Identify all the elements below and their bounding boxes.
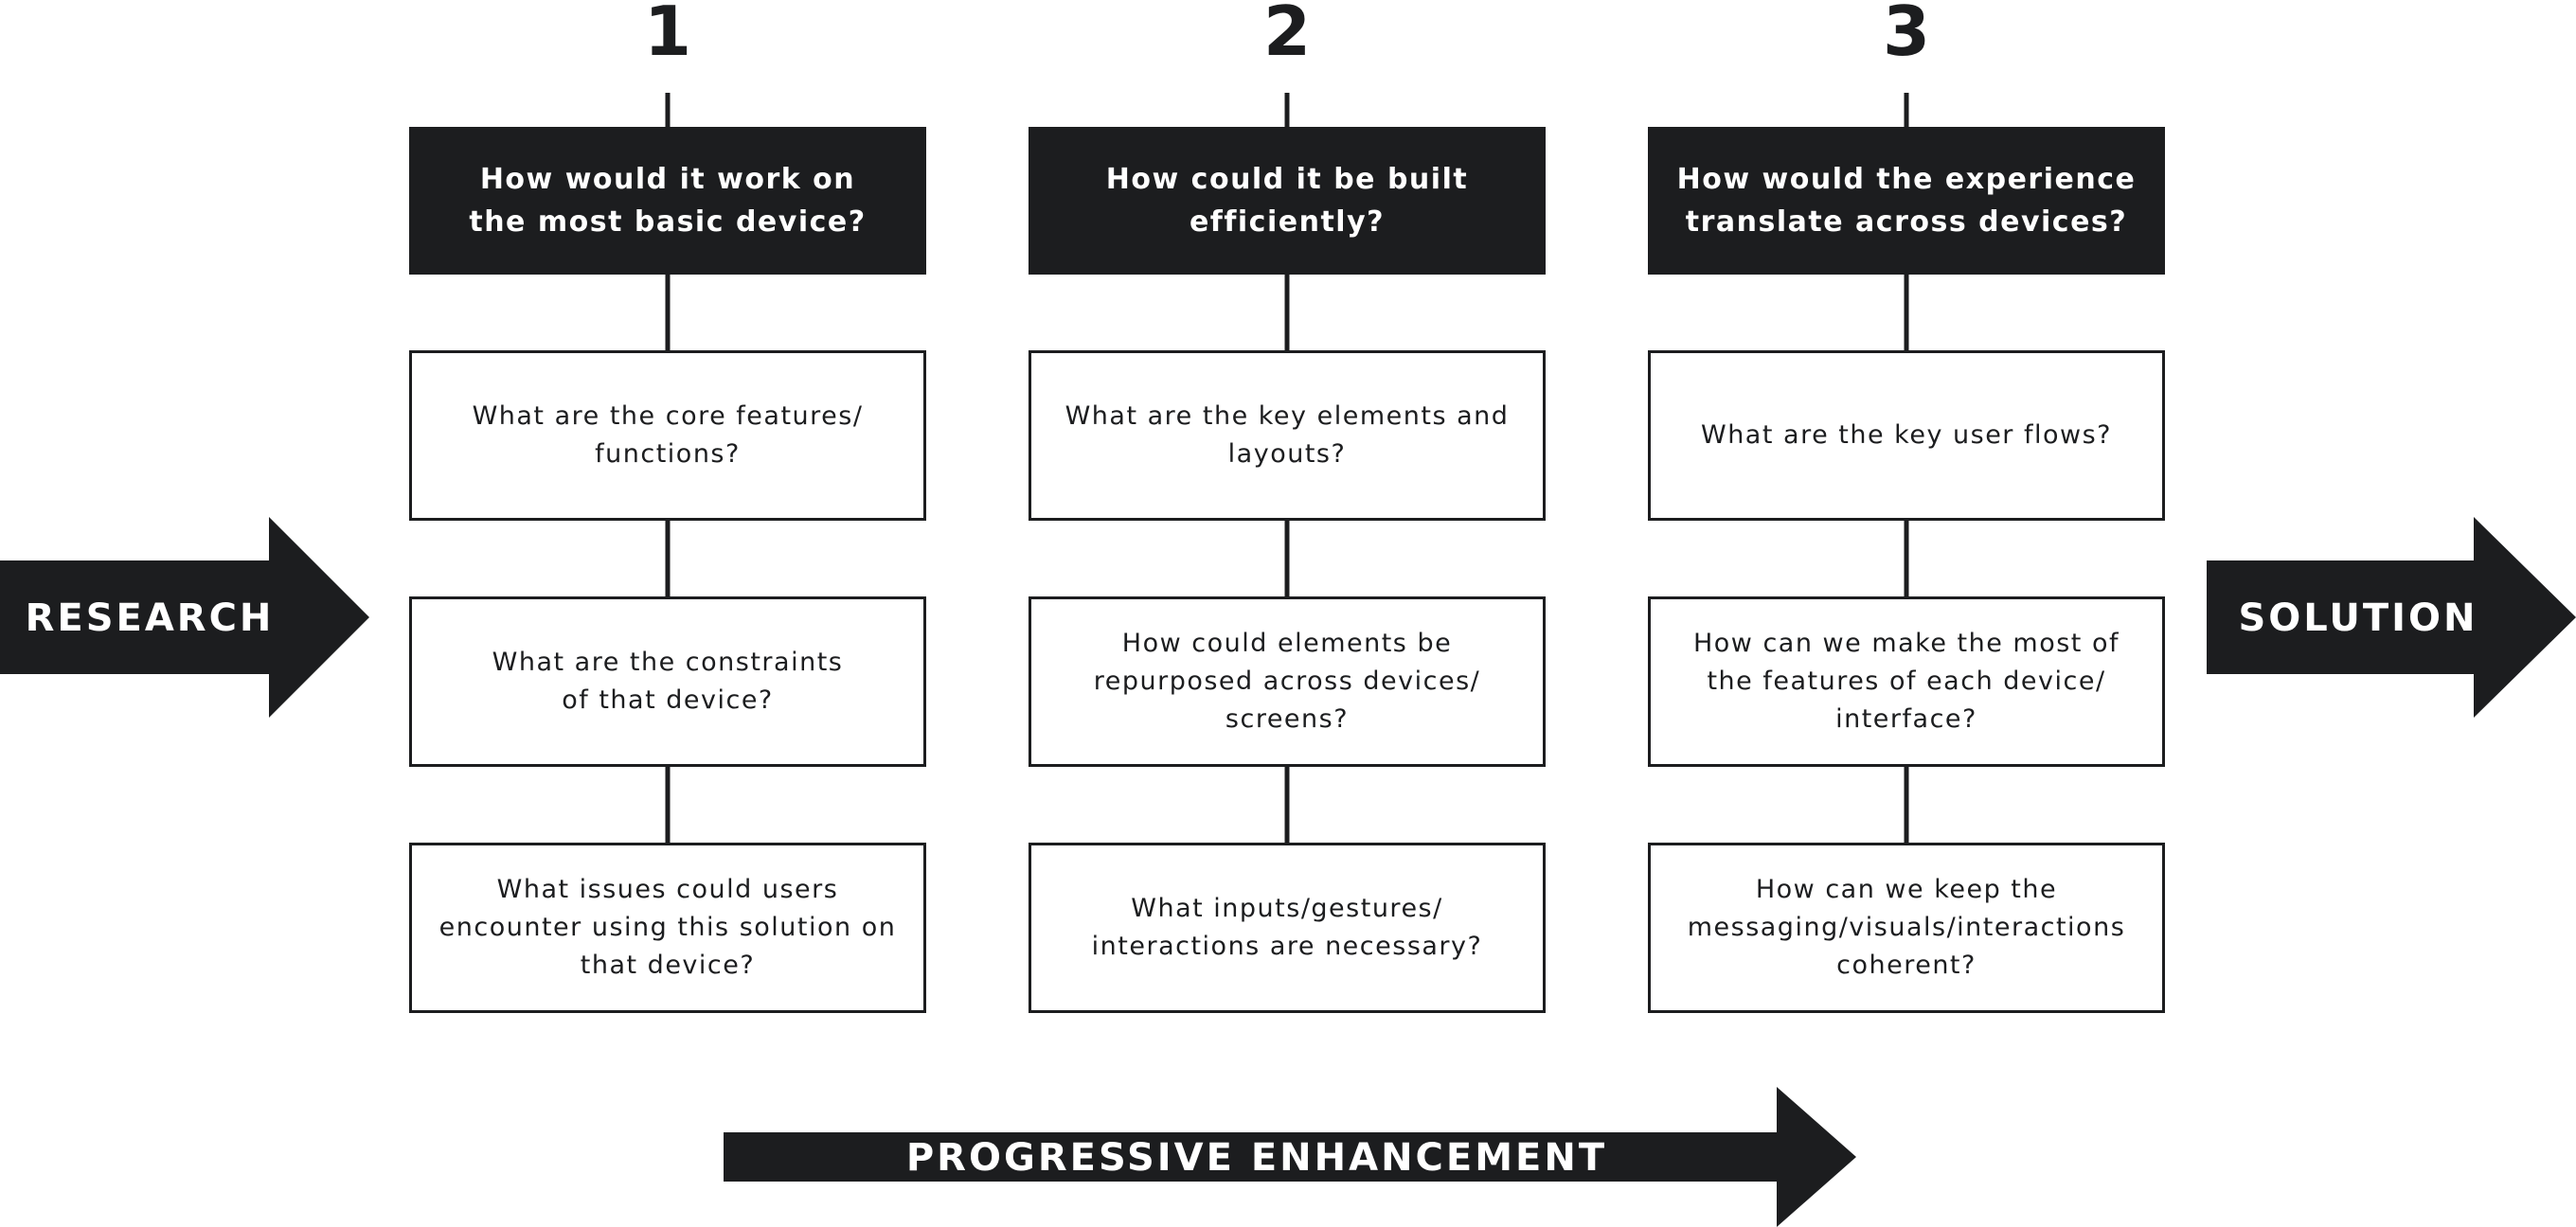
column-1-heading: How would it work on the most basic devi… xyxy=(409,127,926,275)
column-3-question-1: What are the key user flows? xyxy=(1648,350,2165,521)
column-1-question-2: What are the constraints of that device? xyxy=(409,596,926,767)
column-3-question-3: How can we keep the messaging/visuals/in… xyxy=(1648,843,2165,1013)
progressive-enhancement-arrow-shape xyxy=(724,1087,1856,1227)
column-1-question-3: What issues could users encounter using … xyxy=(409,843,926,1013)
progressive-enhancement-label: PROGRESSIVE ENHANCEMENT xyxy=(906,1136,1607,1180)
step-number-3: 3 xyxy=(1883,0,1930,71)
progressive-enhancement-arrow: PROGRESSIVE ENHANCEMENT xyxy=(724,1087,1856,1227)
column-3-heading: How would the experience translate acros… xyxy=(1648,127,2165,275)
research-arrow: RESEARCH xyxy=(0,517,369,718)
step-number-2: 2 xyxy=(1263,0,1311,71)
column-2-question-2: How could elements be repurposed across … xyxy=(1029,596,1546,767)
solution-label: SOLUTION xyxy=(2238,596,2478,640)
column-2-question-3: What inputs/gestures/ interactions are n… xyxy=(1029,843,1546,1013)
column-2-heading: How could it be built efficiently? xyxy=(1029,127,1546,275)
column-3-question-2: How can we make the most of the features… xyxy=(1648,596,2165,767)
solution-arrow: SOLUTION xyxy=(2207,517,2576,718)
solution-arrow-shape xyxy=(2207,517,2576,718)
column-1-question-1: What are the core features/ functions? xyxy=(409,350,926,521)
connector-lines xyxy=(665,93,1909,843)
column-2-question-1: What are the key elements and layouts? xyxy=(1029,350,1546,521)
step-number-1: 1 xyxy=(644,0,691,71)
research-arrow-shape xyxy=(0,517,369,718)
research-label: RESEARCH xyxy=(26,596,275,640)
